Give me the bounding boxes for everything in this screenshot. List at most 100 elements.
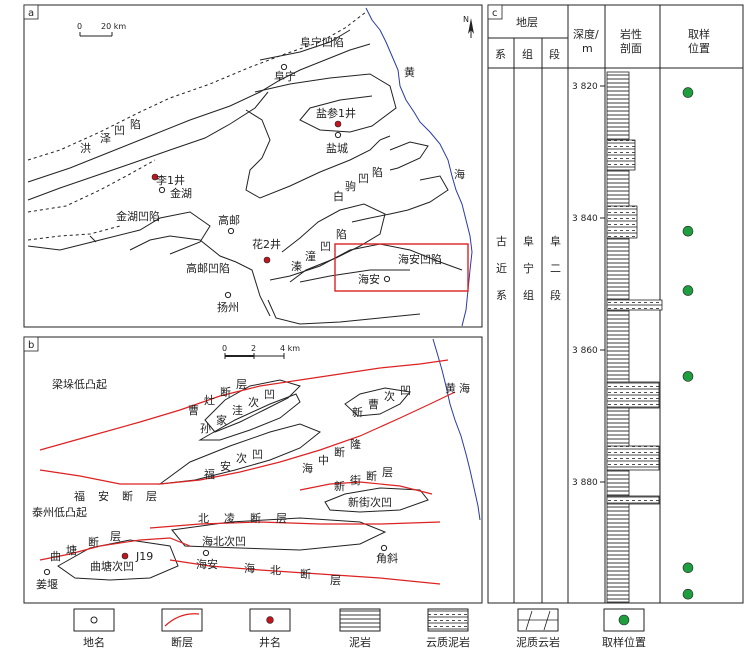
sample-icon xyxy=(618,614,630,626)
sample-markers xyxy=(682,87,694,600)
legend-label-mudstone: 泥岩 xyxy=(349,635,371,649)
system-char: 系 xyxy=(496,289,507,302)
svg-text:0: 0 xyxy=(77,22,82,31)
place-label: 新街次凹 xyxy=(348,495,392,509)
place-label: 姜堰 xyxy=(36,577,58,591)
place-label: 陷 xyxy=(336,227,347,241)
place-markers-b xyxy=(43,544,388,576)
map-a-labels: 阜宁凹陷阜宁盐参1井盐城黄洪泽凹陷李1井金湖海白驹凹陷金湖凹陷高邮凹陷花2井溱潼… xyxy=(80,35,465,314)
well-icon xyxy=(151,173,159,181)
place-label: 海北次凹 xyxy=(202,534,246,548)
place-label: 黄 xyxy=(445,381,456,395)
basin-boundaries xyxy=(27,11,367,241)
place-label: 高邮凹陷 xyxy=(186,261,230,275)
svg-text:b: b xyxy=(28,340,34,351)
north-arrow-icon: N xyxy=(463,15,474,38)
place-label: 洪 xyxy=(80,141,91,155)
place-label: 阜宁 xyxy=(274,69,296,83)
well-icon xyxy=(266,616,274,624)
place-label: 海 xyxy=(244,561,255,575)
svg-text:岩性: 岩性 xyxy=(620,27,642,41)
place-label: J19 xyxy=(135,550,153,563)
place-label: 层 xyxy=(382,466,393,479)
fault-icon xyxy=(164,613,200,627)
place-label: 潼 xyxy=(305,249,316,263)
place-label: 阜宁凹陷 xyxy=(300,35,344,49)
sample-point xyxy=(682,562,694,574)
mudstone-icon xyxy=(339,608,381,632)
place-label: 凹 xyxy=(400,384,411,397)
qutang-fault xyxy=(39,537,191,561)
panel-a: a 0 20 km N xyxy=(23,4,483,328)
svg-text:m: m xyxy=(582,42,593,55)
place-label: 金湖凹陷 xyxy=(116,209,160,223)
header-stratum: 地层 xyxy=(516,16,538,29)
svg-text:c: c xyxy=(492,8,498,19)
place-label: 凹 xyxy=(358,172,369,185)
place-label: 新 xyxy=(352,405,363,419)
place-label: 曲 xyxy=(50,550,61,563)
place-label: 海 xyxy=(302,461,313,475)
place-label: 安 xyxy=(220,459,231,473)
place-label: 灶 xyxy=(204,394,215,407)
dolomitic-mudstone-icon xyxy=(427,608,469,632)
sample-point xyxy=(682,87,694,98)
place-label: 层 xyxy=(110,530,121,543)
place-label: 北 xyxy=(198,512,209,525)
place-label: 断 xyxy=(250,511,261,525)
place-label: 层 xyxy=(236,378,247,391)
svg-text:深度/: 深度/ xyxy=(573,27,599,41)
fuan-fault xyxy=(39,461,281,485)
place-label: 海 xyxy=(454,167,465,181)
well-icon xyxy=(334,120,342,128)
place-markers-a xyxy=(158,63,391,299)
place-label: 泽 xyxy=(100,132,111,145)
svg-text:20 km: 20 km xyxy=(101,22,126,31)
legend-label-well: 井名 xyxy=(259,635,281,649)
place-label: 梁垛低凸起 xyxy=(52,377,107,391)
legend-label-muddy-dolomite: 泥质云岩 xyxy=(516,635,560,649)
legend-label-fault: 断层 xyxy=(171,635,193,649)
place-label: 盐城 xyxy=(326,142,348,155)
svg-text:N: N xyxy=(463,15,469,24)
place-label: 曲塘次凹 xyxy=(90,559,134,573)
place-label: 扬州 xyxy=(217,300,239,314)
place-label: 海 xyxy=(459,381,470,395)
legend-label-place: 地名 xyxy=(83,635,105,649)
subsag-outlines-b xyxy=(57,379,429,581)
formation-char: 组 xyxy=(523,288,534,302)
place-label: 凹 xyxy=(252,448,263,461)
place-label: 中 xyxy=(318,454,329,467)
well-markers-a xyxy=(151,120,342,264)
place-label: 断 xyxy=(300,567,311,581)
coastline-b xyxy=(432,338,481,521)
panel-a-label: a xyxy=(28,8,34,19)
scale-bar-b: 0 2 4 km xyxy=(222,344,300,359)
place-label: 曹 xyxy=(368,398,379,411)
member-char: 二 xyxy=(550,262,561,275)
place-label: 凹 xyxy=(320,240,331,253)
caozao-fault xyxy=(39,359,449,451)
place-label: 断 xyxy=(366,469,377,483)
place-label: 凹 xyxy=(114,124,125,137)
sample-point xyxy=(682,225,694,237)
place-icon xyxy=(90,616,98,624)
formation-char: 阜 xyxy=(523,235,534,248)
panel-b: b 0 2 4 km xyxy=(23,336,483,604)
svg-text:系: 系 xyxy=(495,48,506,61)
sample-point xyxy=(682,371,694,382)
muddy-dolomite-icon xyxy=(517,608,559,632)
place-label: 街 xyxy=(350,473,361,487)
well-icon xyxy=(263,256,271,264)
legend-label-dolomitic-mudstone: 云质泥岩 xyxy=(426,635,470,649)
place-label: 溱 xyxy=(291,259,302,273)
place-label: 黄 xyxy=(404,65,415,79)
place-label: 层 xyxy=(146,490,157,503)
place-label: 福 xyxy=(74,489,85,503)
place-label: 花2井 xyxy=(252,237,281,251)
place-label: 曹 xyxy=(188,404,199,417)
legend-label-sample: 取样位置 xyxy=(602,635,646,649)
